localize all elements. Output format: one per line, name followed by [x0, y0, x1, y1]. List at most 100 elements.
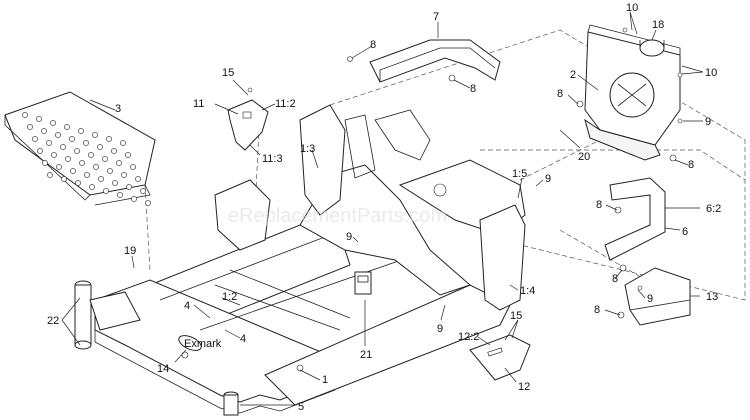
callout-15: 15 [222, 67, 234, 79]
callout-4: 4 [184, 300, 190, 312]
callout-labels: 7 10 18 8 10 15 2 8 11 11:2 3 8 9 11:3 1… [47, 2, 721, 413]
perforation-hole [42, 160, 48, 166]
callout-1-3: 1:3 [300, 143, 315, 155]
callout-8: 8 [594, 304, 600, 316]
callout-18: 18 [652, 19, 664, 31]
perforation-hole [78, 128, 84, 134]
part-2-rear-plate [584, 24, 681, 161]
part-11-bracket [227, 99, 269, 151]
callout-6-2: 6:2 [706, 203, 721, 215]
part-21-switch [354, 271, 372, 295]
callout-3: 3 [115, 103, 121, 115]
callout-13: 13 [706, 291, 718, 303]
perforation-hole [106, 136, 112, 142]
callout-9: 9 [346, 231, 352, 243]
callout-19: 19 [124, 245, 136, 257]
perforation-hole [32, 136, 38, 142]
callout-11-3: 11:3 [262, 153, 283, 165]
perforation-hole [60, 144, 66, 150]
leader-lines [61, 11, 704, 406]
part-7-fender-bracket [369, 39, 501, 83]
callout-10: 10 [626, 2, 638, 14]
perforation-hole [93, 164, 99, 170]
callout-9: 9 [545, 173, 551, 185]
callout-8: 8 [596, 199, 602, 211]
perforation-hole [92, 132, 98, 138]
perforation-hole [37, 148, 43, 154]
perforation-hole [131, 196, 137, 202]
perforation-hole [41, 128, 47, 134]
perforation-hole [116, 160, 122, 166]
callout-7: 7 [433, 11, 439, 23]
part-13-bumper [624, 267, 691, 326]
perforation-hole [46, 140, 52, 146]
perforation-hole [125, 152, 131, 158]
perforation-hole [69, 136, 75, 142]
part-3-step-plate [4, 91, 156, 206]
hardware-bolts [247, 27, 683, 319]
callout-8: 8 [612, 273, 618, 285]
callout-1-5: 1:5 [512, 168, 527, 180]
callout-8: 8 [370, 39, 376, 51]
part-18-cylinder [639, 39, 665, 57]
perforation-hole [64, 124, 70, 130]
part-14-logo-plate: Exmark [178, 335, 222, 351]
perforation-hole [140, 188, 146, 194]
perforation-hole [84, 172, 90, 178]
callout-2: 2 [570, 69, 576, 81]
callout-4: 4 [240, 333, 246, 345]
exmark-logo: Exmark [184, 338, 222, 350]
perforation-hole [22, 112, 28, 118]
perforation-hole [83, 140, 89, 146]
watermark: eReplacementParts.com [228, 205, 447, 227]
callout-22: 22 [47, 315, 59, 327]
callout-1: 1 [322, 374, 328, 386]
perforation-hole [70, 168, 76, 174]
perforation-hole [111, 148, 117, 154]
perforation-hole [51, 152, 57, 158]
callout-10: 10 [705, 67, 717, 79]
perforation-hole [36, 116, 42, 122]
part-6-bracket [604, 177, 666, 261]
callout-15: 15 [510, 310, 522, 322]
callout-11: 11 [193, 98, 204, 110]
perforation-hole [79, 160, 85, 166]
callout-9: 9 [647, 293, 653, 305]
perforation-hole [145, 200, 151, 206]
callout-12-2: 12:2 [458, 331, 479, 343]
callout-8: 8 [470, 83, 476, 95]
callout-20: 20 [578, 151, 590, 163]
part-12-skid-plate [469, 334, 531, 381]
perforation-hole [98, 176, 104, 182]
perforation-hole [74, 148, 80, 154]
callout-14: 14 [157, 363, 169, 375]
callout-9: 9 [705, 116, 711, 128]
perforation-hole [50, 120, 56, 126]
callout-5: 5 [298, 401, 304, 413]
callout-11-2: 11:2 [275, 98, 296, 110]
perforation-hole [112, 180, 118, 186]
perforation-hole [61, 176, 67, 182]
callout-8: 8 [688, 159, 694, 171]
perforation-hole [126, 184, 132, 190]
perforation-hole [103, 188, 109, 194]
perforation-hole [88, 152, 94, 158]
perforation-hole [65, 156, 71, 162]
perforation-hole [121, 172, 127, 178]
perforation-hole [120, 140, 126, 146]
perforation-hole [107, 168, 113, 174]
callout-12: 12 [518, 381, 530, 393]
perforation-hole [55, 132, 61, 138]
callout-1-4: 1:4 [520, 285, 535, 297]
callout-6: 6 [682, 226, 688, 238]
callout-9: 9 [437, 323, 443, 335]
callout-1-2: 1:2 [222, 291, 237, 303]
perforation-hole [117, 192, 123, 198]
part-1-main-frame [94, 104, 526, 414]
perforation-hole [27, 124, 33, 130]
perforation-hole [47, 172, 53, 178]
perforation-hole [102, 156, 108, 162]
part-22-caster-axle [74, 280, 141, 350]
